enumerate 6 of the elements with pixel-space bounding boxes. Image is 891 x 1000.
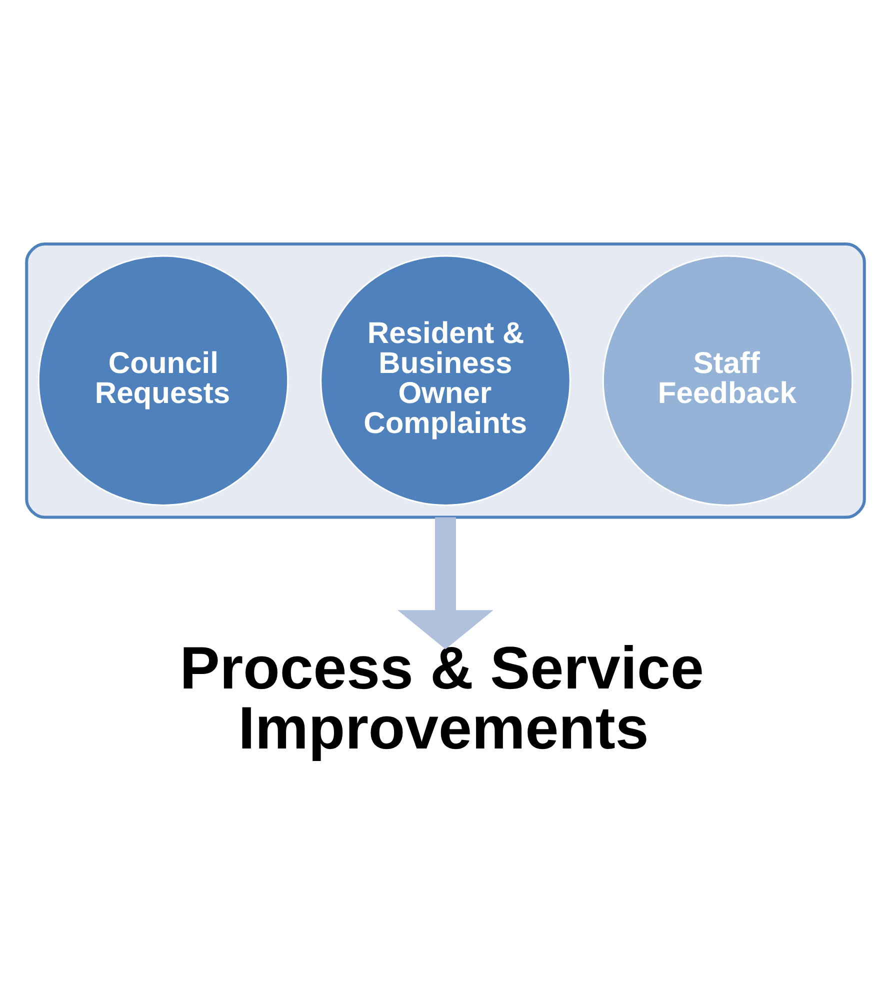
cluster — [25, 242, 866, 519]
node-circle: Council Requests — [38, 255, 289, 506]
node-text: Process & Service Improvements — [180, 634, 704, 762]
arrow — [398, 517, 494, 650]
node-circle: Resident & Business Owner Complaints — [320, 255, 571, 506]
node-circle: Staff Feedback — [602, 255, 854, 506]
